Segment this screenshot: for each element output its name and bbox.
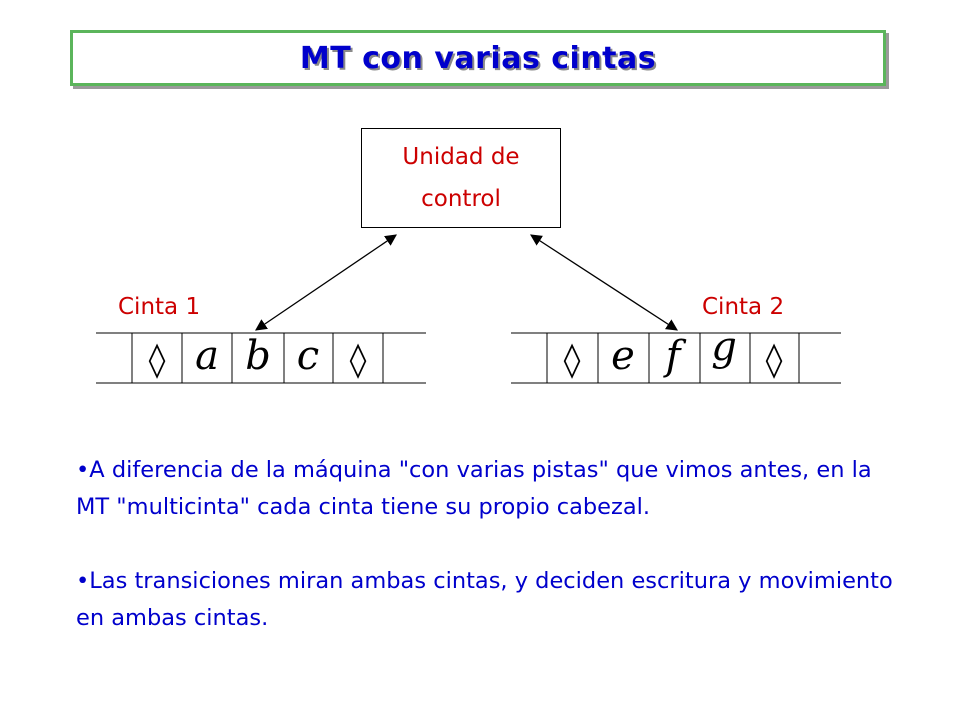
tape-2-label: Cinta 2: [702, 294, 785, 320]
control-unit-label-line1: Unidad de: [402, 144, 520, 170]
bullet-item: •Las transiciones miran ambas cintas, y …: [76, 568, 893, 631]
bullet-item: •A diferencia de la máquina "con varias …: [76, 457, 872, 520]
tape-1-label: Cinta 1: [118, 294, 201, 320]
title-banner: MT con varias cintas: [70, 30, 886, 86]
tape-1: ◊ a b c ◊: [96, 332, 426, 384]
explanation-bullets: •A diferencia de la máquina "con varias …: [76, 452, 896, 674]
tape-2-cell-1: ◊: [564, 340, 581, 380]
tape-2-cell-2: e: [611, 333, 635, 379]
tape-1-cell-3: b: [245, 333, 271, 379]
tape-1-cell-2: a: [195, 333, 219, 379]
tape-1-head-arrow: [255, 234, 397, 331]
tape-2-cell-4: g: [711, 324, 737, 370]
tape-2: ◊ e f g ◊: [511, 324, 841, 384]
tape-1-cell-1: ◊: [149, 340, 166, 380]
tape-2-cell-5: ◊: [766, 340, 783, 380]
tape-2-head-arrow: [530, 234, 678, 331]
page-title: MT con varias cintas: [299, 40, 657, 76]
tape-2-cell-3: f: [663, 333, 687, 379]
control-unit-box: Unidad de control: [361, 128, 561, 228]
tape-1-cell-5: ◊: [350, 340, 367, 380]
control-unit-label-line2: control: [421, 186, 501, 212]
tape-1-cell-4: c: [297, 333, 319, 379]
